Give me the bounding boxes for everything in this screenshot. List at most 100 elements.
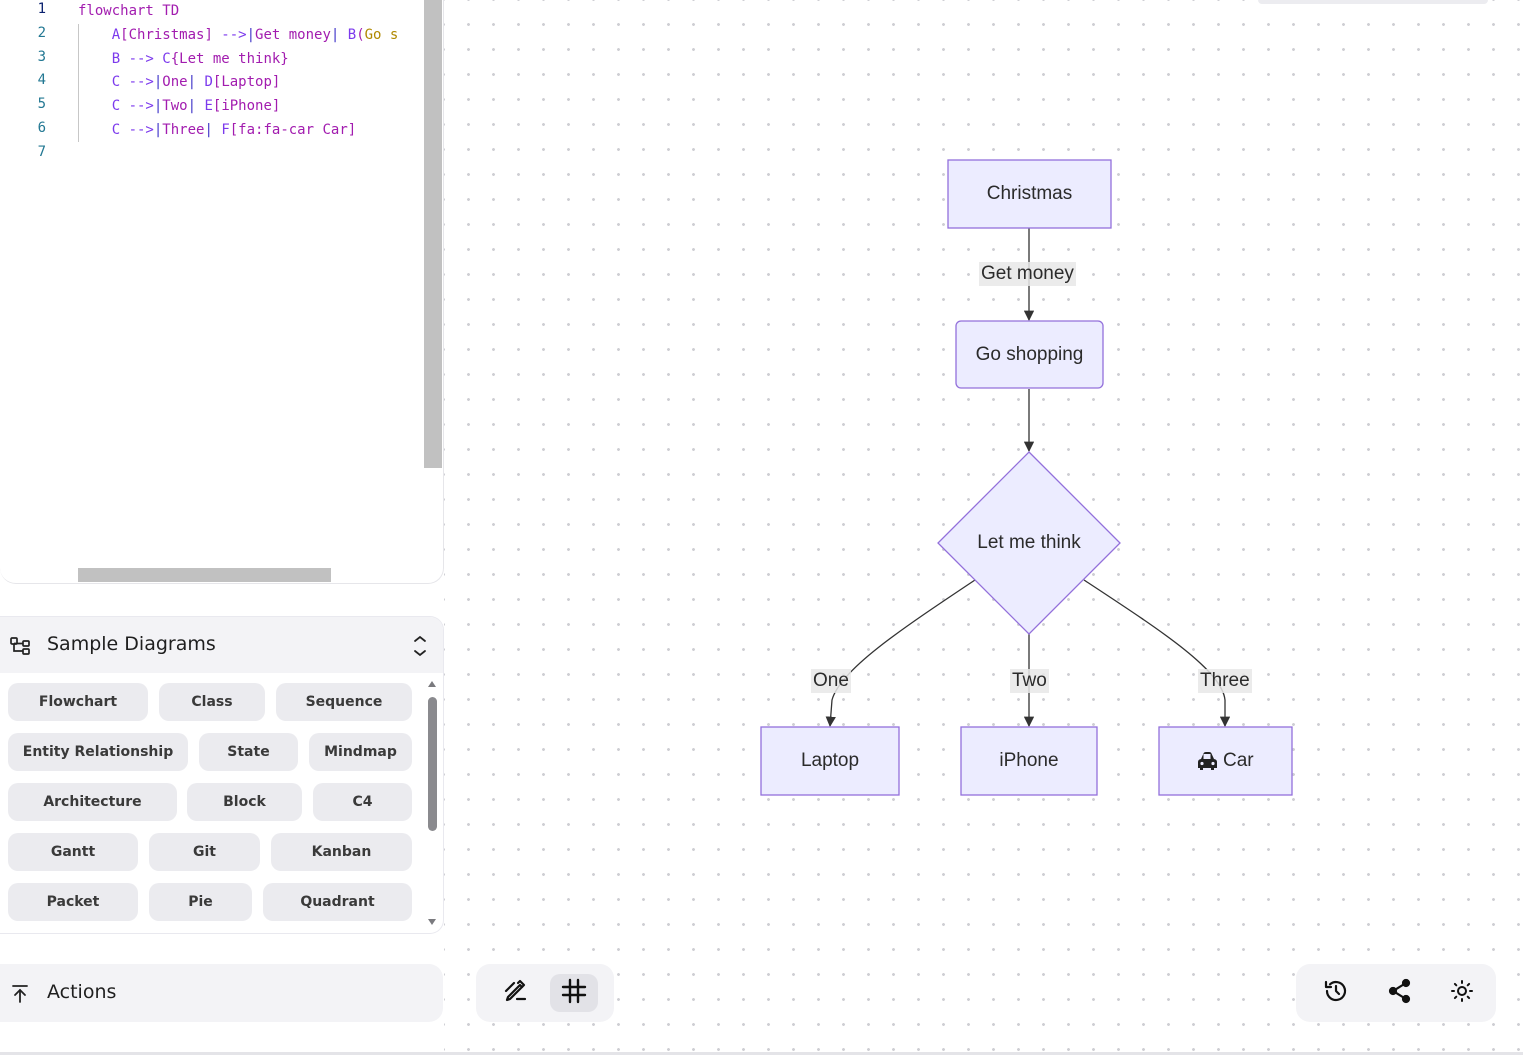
history-icon (1323, 978, 1349, 1008)
sample-kanban-button[interactable]: Kanban (271, 833, 412, 871)
code-token: {Let me think} (170, 50, 289, 67)
chevron-collapse-icon[interactable] (410, 635, 430, 657)
line-number: 2 (37, 24, 46, 41)
line-number: 6 (37, 120, 46, 136)
code-token: | (187, 74, 205, 91)
sample-state-button[interactable]: State (199, 733, 298, 771)
upload-icon (10, 984, 30, 1008)
code-token: [fa:fa-car Car] (229, 122, 357, 138)
node-go-shopping[interactable] (955, 320, 1104, 389)
code-token: | (187, 98, 205, 115)
sample-git-button[interactable]: Git (149, 833, 260, 871)
sample-architecture-button[interactable]: Architecture (8, 783, 177, 821)
code-line[interactable]: flowchart TD (78, 1, 179, 21)
samples-scroll-thumb[interactable] (428, 697, 437, 831)
code-token: | (204, 122, 222, 138)
sample-gantt-button[interactable]: Gantt (8, 833, 138, 871)
sample-diagrams-title: Sample Diagrams (47, 633, 216, 655)
edge-label-one: One (811, 669, 851, 693)
sample-mindmap-button[interactable]: Mindmap (309, 733, 412, 771)
status-border (0, 1052, 1523, 1055)
code-line[interactable]: C -->|Two| E[iPhone] (78, 96, 281, 116)
history-button[interactable] (1312, 974, 1360, 1012)
sample-sequence-button[interactable]: Sequence (276, 683, 412, 721)
edge-label-two: Two (1010, 669, 1049, 693)
code-token: --> (212, 26, 247, 43)
node-car[interactable] (1158, 726, 1293, 796)
theme-toggle-button[interactable] (1438, 974, 1486, 1012)
code-token: C --> (78, 98, 154, 115)
code-line[interactable]: B --> C{Let me think} (78, 49, 289, 69)
code-line[interactable]: A[Christmas] -->|Get money| B(Go s (78, 25, 399, 45)
code-token: C --> (78, 74, 154, 91)
samples-scrollbar[interactable] (426, 679, 438, 927)
sample-quadrant-button[interactable]: Quadrant (263, 883, 412, 921)
line-number: 4 (37, 72, 46, 89)
code-token: [Laptop] (212, 74, 281, 91)
code-token: B (347, 26, 357, 43)
sample-flowchart-button[interactable]: Flowchart (8, 683, 148, 721)
node-label-go-shopping: Go shopping (975, 344, 1084, 365)
grid-toggle-button[interactable] (550, 974, 598, 1012)
code-token: [Christmas] (120, 26, 213, 43)
code-token: F (221, 122, 230, 138)
canvas-toolbar-left (476, 964, 614, 1022)
code-token: C --> (78, 122, 154, 138)
code-token: D (204, 74, 213, 91)
sample-diagrams-header[interactable]: Sample Diagrams (0, 617, 443, 673)
sun-icon (1450, 979, 1474, 1007)
edge-think-car (1083, 579, 1231, 728)
node-iphone[interactable] (960, 726, 1098, 796)
code-token: One (162, 74, 188, 91)
sample-block-button[interactable]: Block (187, 783, 302, 821)
node-let-me-think[interactable] (937, 451, 1121, 635)
sample-class-button[interactable]: Class (159, 683, 265, 721)
pen-icon (503, 978, 529, 1008)
canvas-toolbar-right (1296, 964, 1496, 1022)
line-number: 7 (37, 143, 46, 160)
flowchart-icon (10, 637, 32, 661)
code-token: E (204, 98, 213, 115)
sample-pie-button[interactable]: Pie (149, 883, 252, 921)
sample-packet-button[interactable]: Packet (8, 883, 138, 921)
code-token: | (153, 98, 163, 115)
editor-vertical-scrollbar[interactable] (424, 0, 442, 468)
code-content[interactable]: flowchart TD A[Christmas] -->|Get money|… (78, 0, 424, 200)
code-token: C (162, 50, 171, 67)
node-label-laptop: Laptop (800, 750, 860, 771)
node-christmas[interactable] (947, 159, 1112, 229)
code-token: | (153, 122, 163, 138)
code-line[interactable]: C -->|Three| F[fa:fa-car Car] (78, 120, 356, 140)
code-line[interactable]: C -->|One| D[Laptop] (78, 72, 281, 92)
editor-horizontal-scrollbar[interactable] (78, 568, 331, 582)
code-token: B --> (78, 50, 163, 67)
edge-label-get-money: Get money (979, 262, 1076, 286)
line-number: 3 (37, 48, 46, 65)
share-button[interactable] (1376, 974, 1424, 1012)
actions-label: Actions (47, 981, 117, 1003)
edit-button[interactable] (492, 974, 540, 1012)
sample-entity-relationship-button[interactable]: Entity Relationship (8, 733, 188, 771)
code-token: Go s (364, 26, 399, 43)
node-label-let-me-think: Let me think (977, 532, 1081, 553)
code-token: Three (162, 122, 205, 138)
code-token: A (111, 26, 121, 43)
line-number: 1 (37, 1, 46, 17)
actions-panel[interactable]: Actions (0, 964, 443, 1022)
canvas-top-tab (1258, 0, 1488, 4)
code-token: [iPhone] (212, 98, 281, 115)
car-icon (1198, 752, 1217, 770)
node-laptop[interactable] (760, 726, 900, 796)
node-label-iphone: iPhone (999, 750, 1059, 771)
line-number: 5 (37, 96, 46, 113)
sample-c4-button[interactable]: C4 (313, 783, 412, 821)
edge-label-three: Three (1198, 669, 1252, 693)
code-token: Two (162, 98, 188, 115)
node-label-car: Car (1223, 750, 1254, 771)
code-token: | (153, 74, 163, 91)
indent-guide (78, 24, 79, 142)
code-token: Get money (255, 26, 331, 43)
